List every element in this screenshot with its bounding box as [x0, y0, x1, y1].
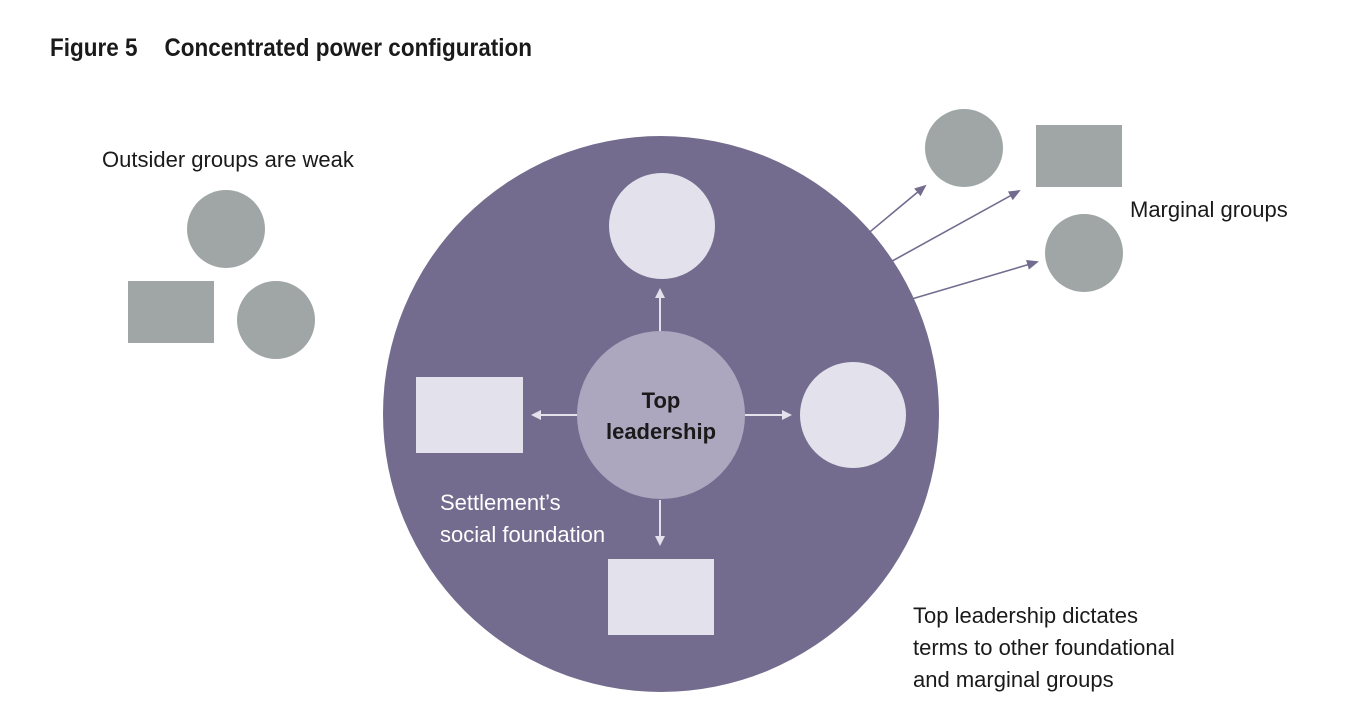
- arrow-marginal-3: [721, 260, 1039, 356]
- arrow-marginal-2: [721, 190, 1021, 356]
- figure-title: Figure 5 Concentrated power configuration: [50, 34, 532, 63]
- center-label-line1: Top: [642, 388, 681, 413]
- member-circle-top: [609, 173, 715, 279]
- marginal-circle-bottom: [1045, 214, 1123, 292]
- marginal-rect: [1036, 125, 1122, 187]
- marginal-label: Marginal groups: [1130, 197, 1288, 222]
- arrow-marginal-1: [721, 184, 927, 356]
- member-circle-right: [800, 362, 906, 468]
- member-rect-left: [416, 377, 523, 453]
- outsider-rect: [128, 281, 214, 343]
- outsider-circle-top: [187, 190, 265, 268]
- marginal-circle-top: [925, 109, 1003, 187]
- center-label-line2: leadership: [606, 419, 716, 444]
- figure-title-text: Concentrated power configuration: [164, 34, 533, 62]
- note-line1: Top leadership dictates: [913, 603, 1138, 628]
- note-line3: and marginal groups: [913, 667, 1114, 692]
- figure-number: Figure 5: [50, 34, 138, 62]
- foundation-label-line1: Settlement’s: [440, 490, 561, 515]
- foundation-label-line2: social foundation: [440, 522, 605, 547]
- note-line2: terms to other foundational: [913, 635, 1175, 660]
- outsider-label: Outsider groups are weak: [102, 147, 355, 172]
- member-rect-bottom: [608, 559, 714, 635]
- top-leadership-circle: [577, 331, 745, 499]
- outsider-circle-bottom: [237, 281, 315, 359]
